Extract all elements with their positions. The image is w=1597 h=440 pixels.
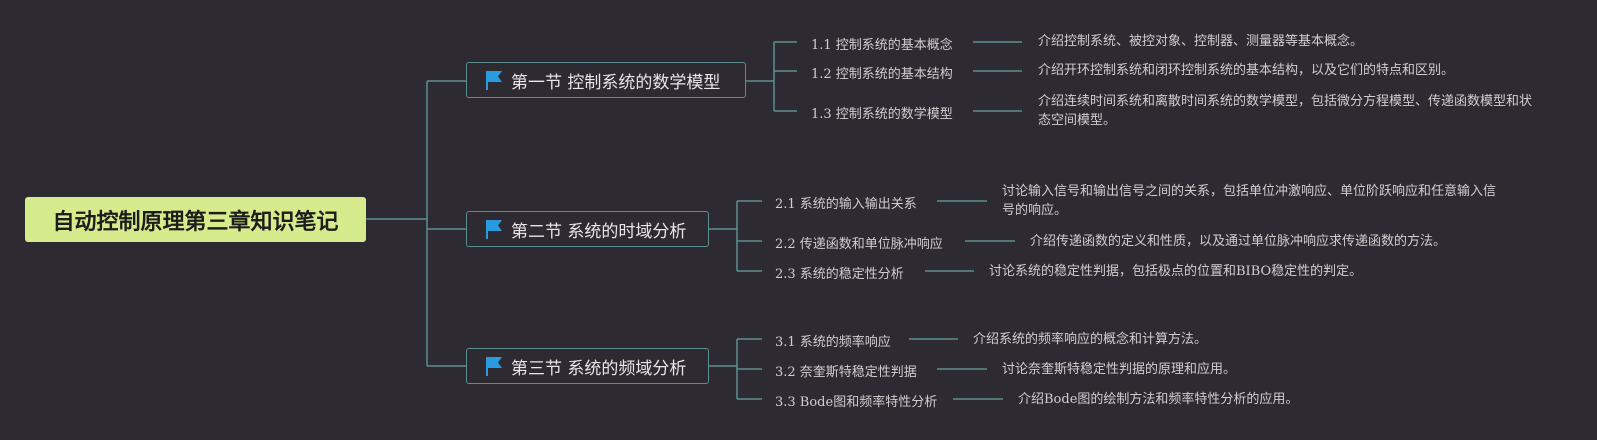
flag-icon [486, 71, 502, 90]
desc-2-3: 讨论系统的稳定性判据，包括极点的位置和BIBO稳定性的判定。 [989, 264, 1363, 279]
topic-2-1[interactable]: 2.1 系统的输入输出关系 [775, 197, 917, 212]
flag-icon [486, 357, 502, 376]
section-2-node[interactable]: 第二节 系统的时域分析 [466, 211, 709, 247]
section-3-node[interactable]: 第三节 系统的频域分析 [466, 348, 709, 384]
topic-1-3[interactable]: 1.3 控制系统的数学模型 [811, 107, 953, 122]
topic-3-1[interactable]: 3.1 系统的频率响应 [775, 335, 891, 350]
desc-1-1: 介绍控制系统、被控对象、控制器、测量器等基本概念。 [1038, 34, 1364, 49]
topic-2-3[interactable]: 2.3 系统的稳定性分析 [775, 267, 904, 282]
root-node[interactable]: 自动控制原理第三章知识笔记 [25, 197, 366, 242]
section-title: 第二节 系统的时域分析 [511, 221, 687, 242]
topic-3-3[interactable]: 3.3 Bode图和频率特性分析 [775, 395, 938, 410]
desc-2-2: 介绍传递函数的定义和性质，以及通过单位脉冲响应求传递函数的方法。 [1030, 234, 1447, 249]
topic-1-2[interactable]: 1.2 控制系统的基本结构 [811, 67, 953, 82]
desc-3-1: 介绍系统的频率响应的概念和计算方法。 [973, 332, 1208, 347]
topic-2-2[interactable]: 2.2 传递函数和单位脉冲响应 [775, 237, 943, 252]
topic-1-1[interactable]: 1.1 控制系统的基本概念 [811, 38, 953, 53]
root-title: 自动控制原理第三章知识笔记 [52, 209, 339, 235]
topic-3-2[interactable]: 3.2 奈奎斯特稳定性判据 [775, 365, 917, 380]
desc-1-3: 介绍连续时间系统和离散时间系统的数学模型，包括微分方程模型、传递函数模型和状态空… [1038, 94, 1533, 128]
flag-icon [486, 220, 502, 239]
section-title: 第一节 控制系统的数学模型 [511, 72, 721, 93]
desc-1-2: 介绍开环控制系统和闭环控制系统的基本结构，以及它们的特点和区别。 [1038, 63, 1455, 78]
desc-3-2: 讨论奈奎斯特稳定性判据的原理和应用。 [1002, 362, 1237, 377]
section-title: 第三节 系统的频域分析 [511, 358, 687, 379]
section-1-node[interactable]: 第一节 控制系统的数学模型 [466, 62, 746, 98]
desc-3-3: 介绍Bode图的绘制方法和频率特性分析的应用。 [1018, 392, 1299, 407]
desc-2-1: 讨论输入信号和输出信号之间的关系，包括单位冲激响应、单位阶跃响应和任意输入信号的… [1002, 184, 1497, 218]
